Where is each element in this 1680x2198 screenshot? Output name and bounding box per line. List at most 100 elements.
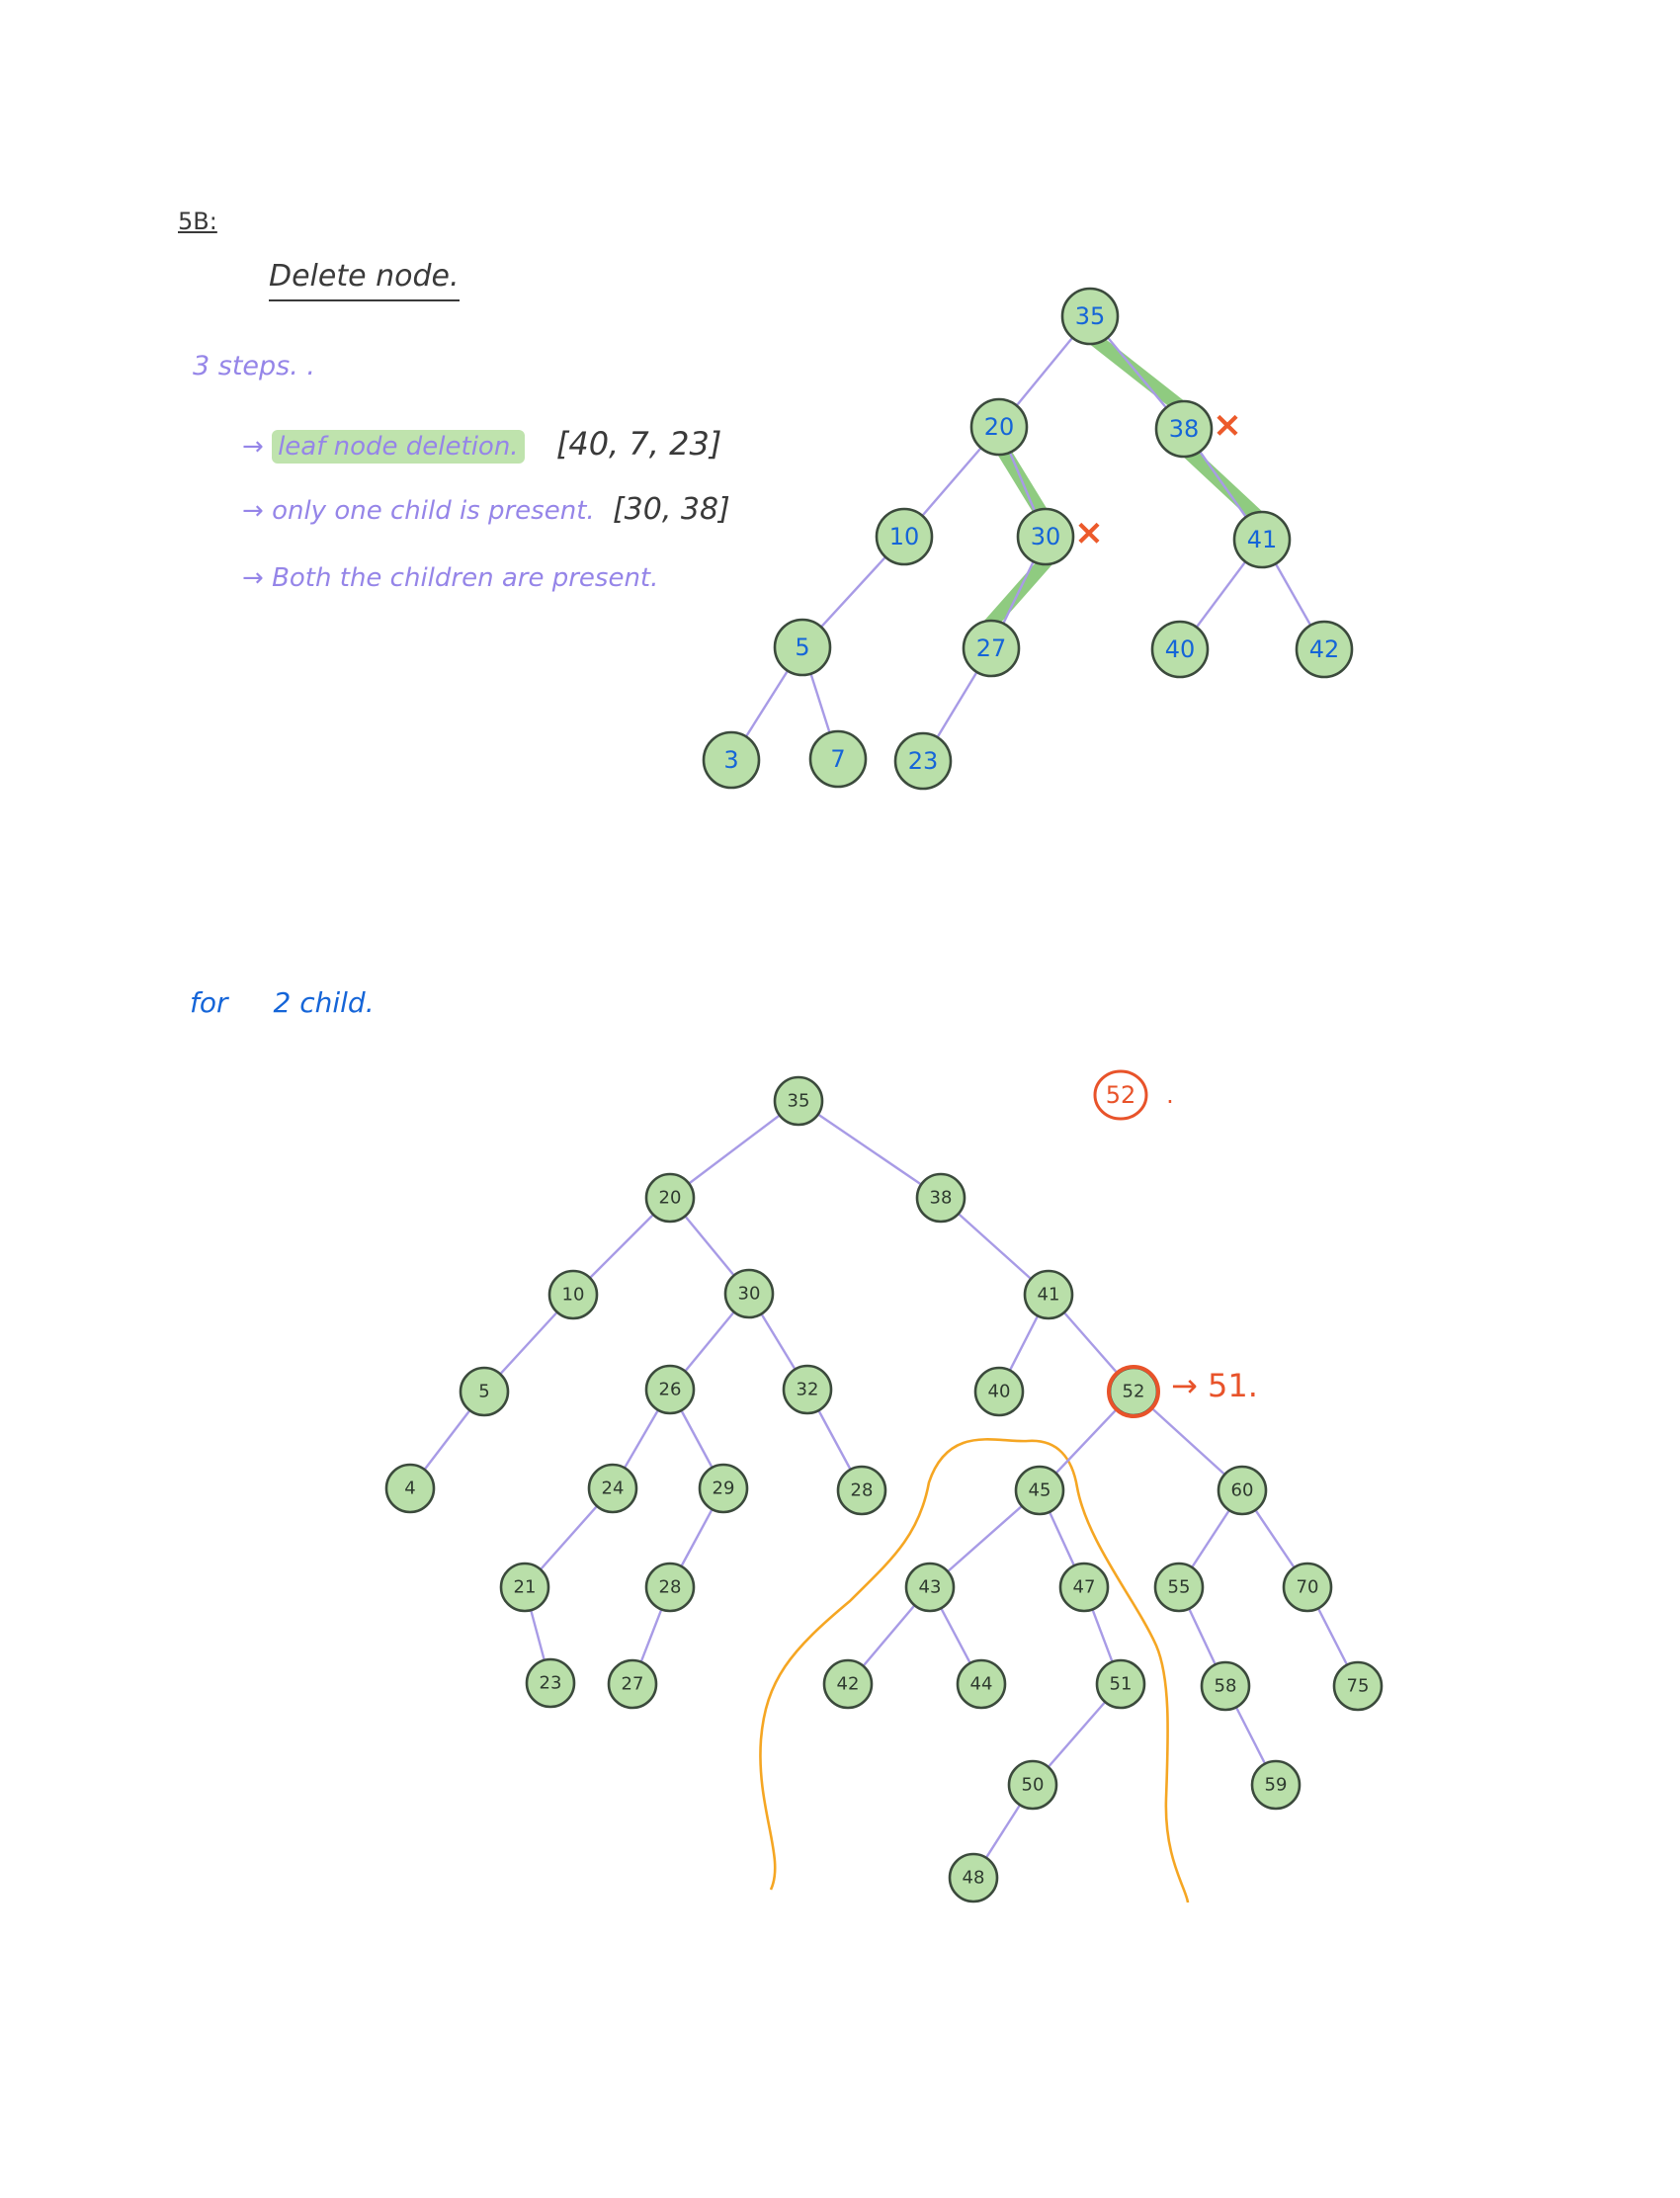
tree2-node-label: 38 — [930, 1188, 953, 1209]
step-3-text: Both the children are present. — [272, 563, 659, 593]
tree2-node-circle — [587, 1463, 638, 1514]
tree2-node-m41: 41 — [1023, 1269, 1074, 1320]
tree1-node-label: 10 — [889, 523, 920, 550]
tree2-node-m24: 24 — [587, 1463, 638, 1514]
tree1-node-circle — [1295, 620, 1354, 679]
tree2-node-label: 50 — [1022, 1775, 1045, 1796]
tree1-node-circle — [773, 618, 832, 677]
tree2-node-label: 55 — [1168, 1577, 1191, 1598]
tree2-node-circle — [1332, 1660, 1384, 1712]
tree1-node-label: 23 — [908, 747, 939, 775]
tree2-node-circle — [1007, 1759, 1058, 1811]
tree1-node-label: 35 — [1075, 302, 1106, 330]
tree2-node-label: 40 — [988, 1382, 1011, 1402]
tree2-node-circle — [1250, 1759, 1302, 1811]
tree2-node-m59: 59 — [1250, 1759, 1302, 1811]
tree2-node-m70: 70 — [1282, 1562, 1333, 1613]
tree2-node-circle — [904, 1562, 956, 1613]
step-2: → only one child is present. [30, 38] — [242, 492, 730, 527]
replacement-annotation: → 51. — [1171, 1367, 1258, 1404]
tree1-node-label: 3 — [723, 746, 738, 774]
tree2-node-circle — [1217, 1465, 1268, 1516]
tree2-node-circle — [973, 1366, 1025, 1417]
tree2-node-m40: 40 — [973, 1366, 1025, 1417]
tree1-node-n41: 41 — [1232, 510, 1292, 569]
tree1-node-circle — [808, 729, 868, 789]
tree2-node-circle — [1153, 1562, 1205, 1613]
tree2-node-m58: 58 — [1200, 1660, 1251, 1712]
tree2-node-m47: 47 — [1058, 1562, 1110, 1613]
tree1-node-label: 41 — [1247, 526, 1278, 553]
tree2-node-circle — [644, 1364, 696, 1415]
tree2-node-label: 4 — [404, 1479, 415, 1499]
subtree-boundary-curve — [759, 1438, 1190, 1903]
tree1-node-n5: 5 — [773, 618, 832, 677]
tree1-node-n7: 7 — [808, 729, 868, 789]
tree1-node-circle — [1060, 287, 1120, 346]
highlight-layer — [981, 331, 1266, 634]
tree2-node-circle — [948, 1852, 999, 1903]
tree1-node-circle — [962, 619, 1021, 678]
deleted-value-label: 52 — [1106, 1081, 1136, 1109]
tree2-node-m32: 32 — [782, 1364, 833, 1415]
tree1-node-label: 40 — [1165, 635, 1196, 663]
tree2-node-label: 47 — [1073, 1577, 1096, 1598]
tree2-node-m60: 60 — [1217, 1465, 1268, 1516]
tree2-node-label: 24 — [602, 1479, 625, 1499]
tree1-node-circle — [875, 507, 934, 566]
deleted-value-circle — [1093, 1069, 1148, 1121]
tree2-node-circle — [773, 1075, 824, 1127]
tree2-node-circle — [723, 1268, 775, 1319]
tree2-node-circle — [956, 1658, 1007, 1710]
tree2-node-label: 59 — [1265, 1775, 1288, 1796]
arrow-icon: → — [242, 496, 273, 526]
step-1-text: leaf node deletion. — [272, 430, 525, 464]
tree1-node-n35: 35 — [1060, 287, 1120, 346]
arrow-icon: → — [242, 563, 273, 593]
tree1-node-circle — [1232, 510, 1292, 569]
tree2-node-m28b: 28 — [644, 1562, 696, 1613]
tree2-node-circle — [525, 1657, 576, 1709]
tree2-node-label: 44 — [970, 1674, 993, 1695]
tree2-node-m26: 26 — [644, 1364, 696, 1415]
tree2-node-label: 28 — [659, 1577, 682, 1598]
tree2-node-label: 35 — [788, 1091, 810, 1112]
tree2-node-circle — [499, 1562, 550, 1613]
tree1-node-label: 27 — [976, 634, 1007, 662]
tree2-node-label: 21 — [514, 1577, 537, 1598]
tree2-node-m21: 21 — [499, 1562, 550, 1613]
tree2-node-m5: 5 — [459, 1366, 510, 1417]
tree2-node-m75: 75 — [1332, 1660, 1384, 1712]
tree2-node-m48: 48 — [948, 1852, 999, 1903]
tree2-node-m42: 42 — [822, 1658, 874, 1710]
arrow-icon: → — [242, 432, 273, 462]
tree1-node-n30: 30 — [1016, 507, 1075, 566]
tree2-node-circle — [459, 1366, 510, 1417]
tree2-node-m10: 10 — [547, 1269, 599, 1320]
step-3: → Both the children are present. — [242, 563, 658, 593]
tree1-node-n20: 20 — [969, 397, 1029, 457]
tree2-node-label: 5 — [478, 1382, 489, 1402]
tree1-node-circle — [702, 730, 761, 790]
annotation-layer: → 51.52. — [1093, 1069, 1258, 1418]
tree2-node-m4: 4 — [384, 1463, 436, 1514]
tree2-node-label: 45 — [1029, 1480, 1051, 1501]
tree1-node-n38: 38 — [1154, 399, 1214, 459]
tree2-node-m45: 45 — [1014, 1465, 1065, 1516]
tree2-node-circle — [698, 1463, 749, 1514]
tree2-node-label: 27 — [622, 1674, 644, 1695]
tree2-node-label: 52 — [1123, 1382, 1145, 1402]
tree2-node-m27: 27 — [607, 1658, 658, 1710]
tree2-node-circle — [1282, 1562, 1333, 1613]
cross-mark-layer: ×× — [1074, 405, 1242, 553]
tree2-node-circle — [607, 1658, 658, 1710]
tree2-node-label: 32 — [797, 1380, 819, 1400]
tree1-node-label: 30 — [1031, 523, 1061, 550]
tree2-node-m55: 55 — [1153, 1562, 1205, 1613]
tree2-node-label: 42 — [837, 1674, 860, 1695]
section-label: 5B: — [178, 208, 217, 235]
